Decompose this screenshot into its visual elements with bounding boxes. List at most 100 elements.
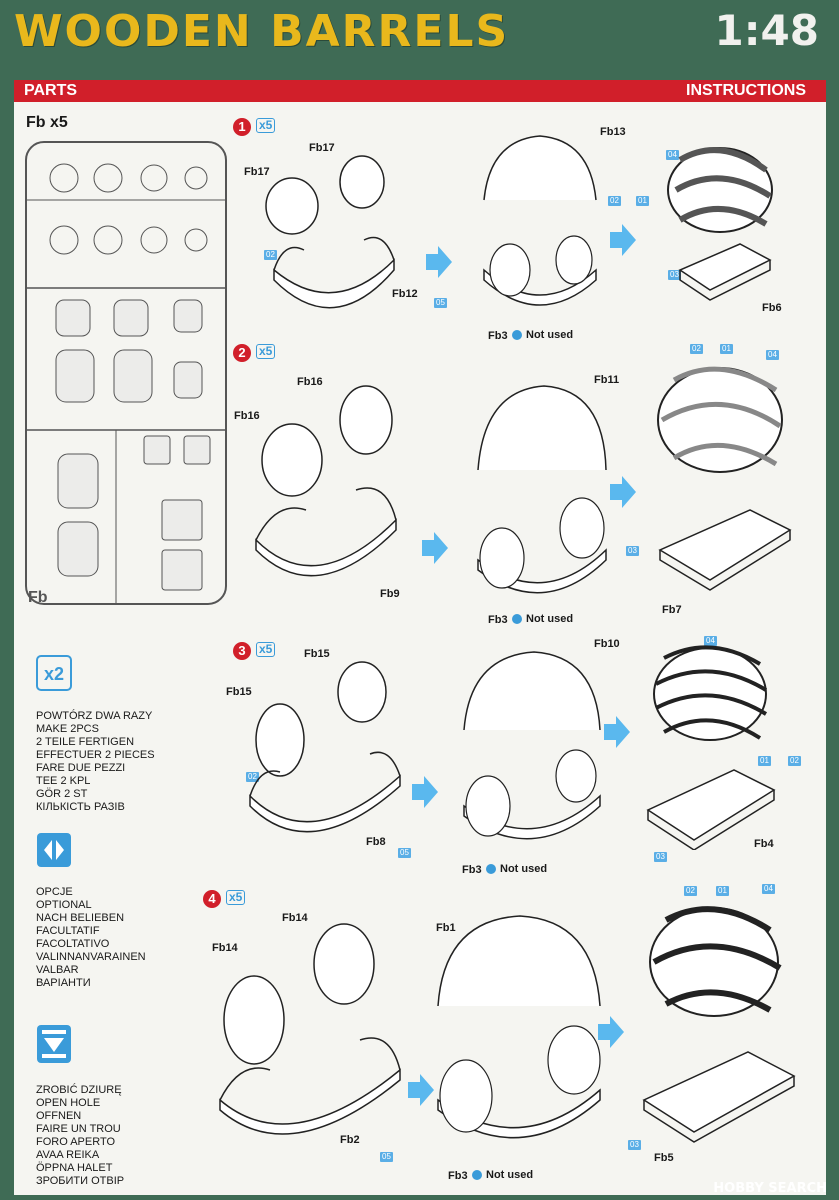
not-used-icon <box>472 1170 482 1181</box>
legend-line: FORO APERTO <box>36 1136 116 1148</box>
not-used-text: Not used <box>500 863 548 875</box>
step-1-qty: x5 <box>256 118 276 133</box>
step-1-half-bottom: Fb12 <box>392 288 418 300</box>
step-3-number: 3 <box>233 642 251 660</box>
optional-icon <box>37 833 71 867</box>
watermark: HOBBY SEARCH <box>713 1181 827 1196</box>
sprue-frame: Fb <box>25 141 227 606</box>
legend-line: FACOLTATIVO <box>36 938 110 950</box>
flow-arrow-icon <box>412 776 438 808</box>
step-4-parts-illustration <box>219 923 401 1135</box>
step-4-qty: x5 <box>226 890 246 905</box>
legend-line: GÖR 2 ST <box>36 788 88 800</box>
step-4-color-ref: 05 <box>380 1152 393 1162</box>
step-2-number: 2 <box>233 344 251 362</box>
step-3-color-ref: 04 <box>704 636 717 646</box>
step-1-tap: Fb3 <box>488 330 508 342</box>
step-4-lid-a: Fb14 <box>212 942 238 954</box>
step-2-color-ref: 04 <box>766 350 779 360</box>
step-3-stand: Fb4 <box>754 838 774 850</box>
legend-line: EFFECTUER 2 PIECES <box>36 749 155 761</box>
legend-line: ЗРОБИТИ ОТВІР <box>36 1175 125 1187</box>
flow-arrow-icon <box>408 1074 434 1106</box>
step-2-assembly-illustration <box>477 385 607 594</box>
step-1-lid-b: Fb17 <box>309 142 335 154</box>
legend-line: VALBAR <box>36 964 79 976</box>
step-1-assembly-illustration <box>483 135 597 306</box>
step-2-half-top: Fb11 <box>594 374 620 386</box>
legend-line: NACH BELIEBEN <box>36 912 125 924</box>
open-hole-icon <box>37 1025 71 1063</box>
step-2-half-bottom: Fb9 <box>380 588 400 600</box>
step-3-color-ref: 01 <box>758 756 771 766</box>
step-4-color-ref: 03 <box>628 1140 641 1150</box>
step-3-assembly-illustration <box>463 651 601 840</box>
step-4-assembly-illustration <box>437 915 601 1139</box>
legend-make: POWTÓRZ DWA RAZY MAKE 2pcs 2 TEILE FERTI… <box>36 710 155 814</box>
step-3-not-used: Not used <box>486 863 547 875</box>
step-3-half-bottom: Fb8 <box>366 836 386 848</box>
step-4-tap: Fb3 <box>448 1170 468 1182</box>
flow-arrow-icon <box>426 246 452 278</box>
step-1-color-ref: 02 <box>264 250 277 260</box>
flow-arrow-icon <box>422 532 448 564</box>
step-2-lid-b: Fb16 <box>297 376 323 388</box>
step-4-half-bottom: Fb2 <box>340 1134 360 1146</box>
section-bar: PARTS INSTRUCTIONS <box>14 80 826 102</box>
legend-line: ВАРІАНТИ <box>36 977 91 989</box>
sprue-halves <box>55 299 211 591</box>
step-4-color-ref: 02 <box>684 886 697 896</box>
step-4-not-used: Not used <box>472 1169 533 1181</box>
step-2-tap: Fb3 <box>488 614 508 626</box>
step-4-stand: Fb5 <box>654 1152 674 1164</box>
step-3-color-ref: 02 <box>788 756 801 766</box>
legend-line: FAIRE UN TROU <box>36 1123 121 1135</box>
flow-arrow-icon <box>598 1016 624 1048</box>
step-3-color-ref: 02 <box>246 772 259 782</box>
step-3-barrel-illustration <box>646 645 776 850</box>
step-1-color-ref: 04 <box>666 150 679 160</box>
step-3-tap: Fb3 <box>462 864 482 876</box>
step-4-half-top: Fb1 <box>436 922 456 934</box>
step-2-color-ref: 03 <box>626 546 639 556</box>
flow-arrow-icon <box>610 476 636 508</box>
flow-arrow-icon <box>604 716 630 748</box>
legend-line: MAKE 2pcs <box>36 723 99 735</box>
legend-line: POWTÓRZ DWA RAZY <box>36 710 153 722</box>
not-used-text: Not used <box>526 329 574 341</box>
step-2-stand: Fb7 <box>662 604 682 616</box>
legend-line: КІЛЬКІСТЬ РАЗІВ <box>36 801 125 813</box>
legend-line: ÖPPNA HALET <box>36 1162 113 1174</box>
step-3-color-ref: 05 <box>398 848 411 858</box>
not-used-text: Not used <box>526 613 574 625</box>
step-2-lid-a: Fb16 <box>234 410 260 422</box>
step-2-color-ref: 02 <box>690 344 703 354</box>
step-1-color-ref: 01 <box>636 196 649 206</box>
page-title: WOODEN BARRELS <box>14 6 510 57</box>
step-2-parts-illustration <box>255 385 397 577</box>
step-3-lid-b: Fb15 <box>304 648 330 660</box>
sprue-letter: Fb <box>28 589 48 606</box>
step-1-barrel-illustration <box>667 147 773 301</box>
step-1-color-ref: 02 <box>608 196 621 206</box>
step-3-half-top: Fb10 <box>594 638 620 650</box>
step-1-stand: Fb6 <box>762 302 782 314</box>
step-3-color-ref: 03 <box>654 852 667 862</box>
step-1-lid-a: Fb17 <box>244 166 270 178</box>
not-used-icon <box>512 330 522 341</box>
step-1-color-ref: 03 <box>668 270 681 280</box>
legend-line: AVAA REIKA <box>36 1149 100 1161</box>
legend-hole: ZROBIĆ DZIURĘ OPEN HOLE OFFNEN FAIRE UN … <box>36 1084 124 1188</box>
legend-optional: OPCJE OPTIONAL NACH BELIEBEN FACULTATIF … <box>36 886 146 990</box>
not-used-icon <box>486 864 496 875</box>
step-2-barrel-illustration <box>657 366 792 591</box>
step-4-lid-b: Fb14 <box>282 912 308 924</box>
legend-line: OPEN HOLE <box>36 1097 101 1109</box>
step-2-qty: x5 <box>256 344 276 359</box>
legend-line: TEE 2 KPL <box>36 775 91 787</box>
legend-line: OFFNEN <box>36 1110 82 1122</box>
legend-line: 2 TEILE FERTIGEN <box>36 736 135 748</box>
make-two-qty: x2 <box>44 664 64 684</box>
parts-heading: PARTS <box>24 82 78 99</box>
step-1-half-top: Fb13 <box>600 126 626 138</box>
